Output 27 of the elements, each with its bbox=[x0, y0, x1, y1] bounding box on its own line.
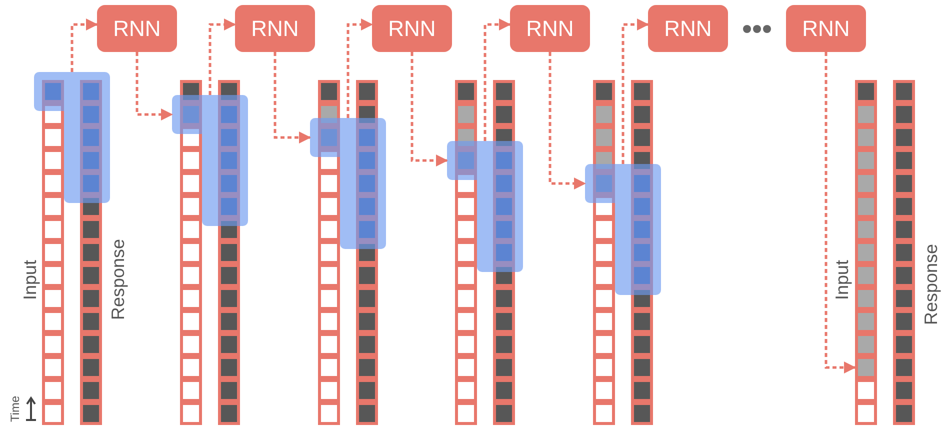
highlight-window bbox=[172, 95, 248, 226]
highlight-window bbox=[585, 164, 661, 295]
arrow bbox=[346, 18, 373, 118]
rnn-box: RNN bbox=[97, 5, 177, 52]
input-cell bbox=[855, 356, 877, 379]
highlight-window bbox=[34, 72, 110, 203]
highlight-window bbox=[310, 118, 386, 249]
axis-label: Input bbox=[20, 260, 41, 300]
highlight-window bbox=[447, 141, 523, 272]
rnn-box: RNN bbox=[372, 5, 452, 52]
axis-label: Input bbox=[832, 260, 853, 300]
arrow bbox=[70, 18, 98, 72]
axis-label: Time bbox=[8, 396, 22, 422]
arrow bbox=[484, 18, 511, 141]
axis-label: Response bbox=[921, 244, 942, 325]
arrow bbox=[548, 52, 586, 190]
rnn-box: RNN bbox=[235, 5, 315, 52]
rnn-box: RNN bbox=[648, 5, 728, 52]
arrow bbox=[824, 52, 856, 374]
axis-label: Response bbox=[108, 238, 129, 320]
rnn-box: RNN bbox=[510, 5, 590, 52]
arrow bbox=[410, 52, 448, 166]
arrow bbox=[622, 18, 649, 164]
arrow bbox=[208, 18, 236, 95]
arrow bbox=[136, 52, 173, 120]
rnn-box: RNN bbox=[786, 5, 866, 52]
arrow bbox=[274, 52, 311, 144]
